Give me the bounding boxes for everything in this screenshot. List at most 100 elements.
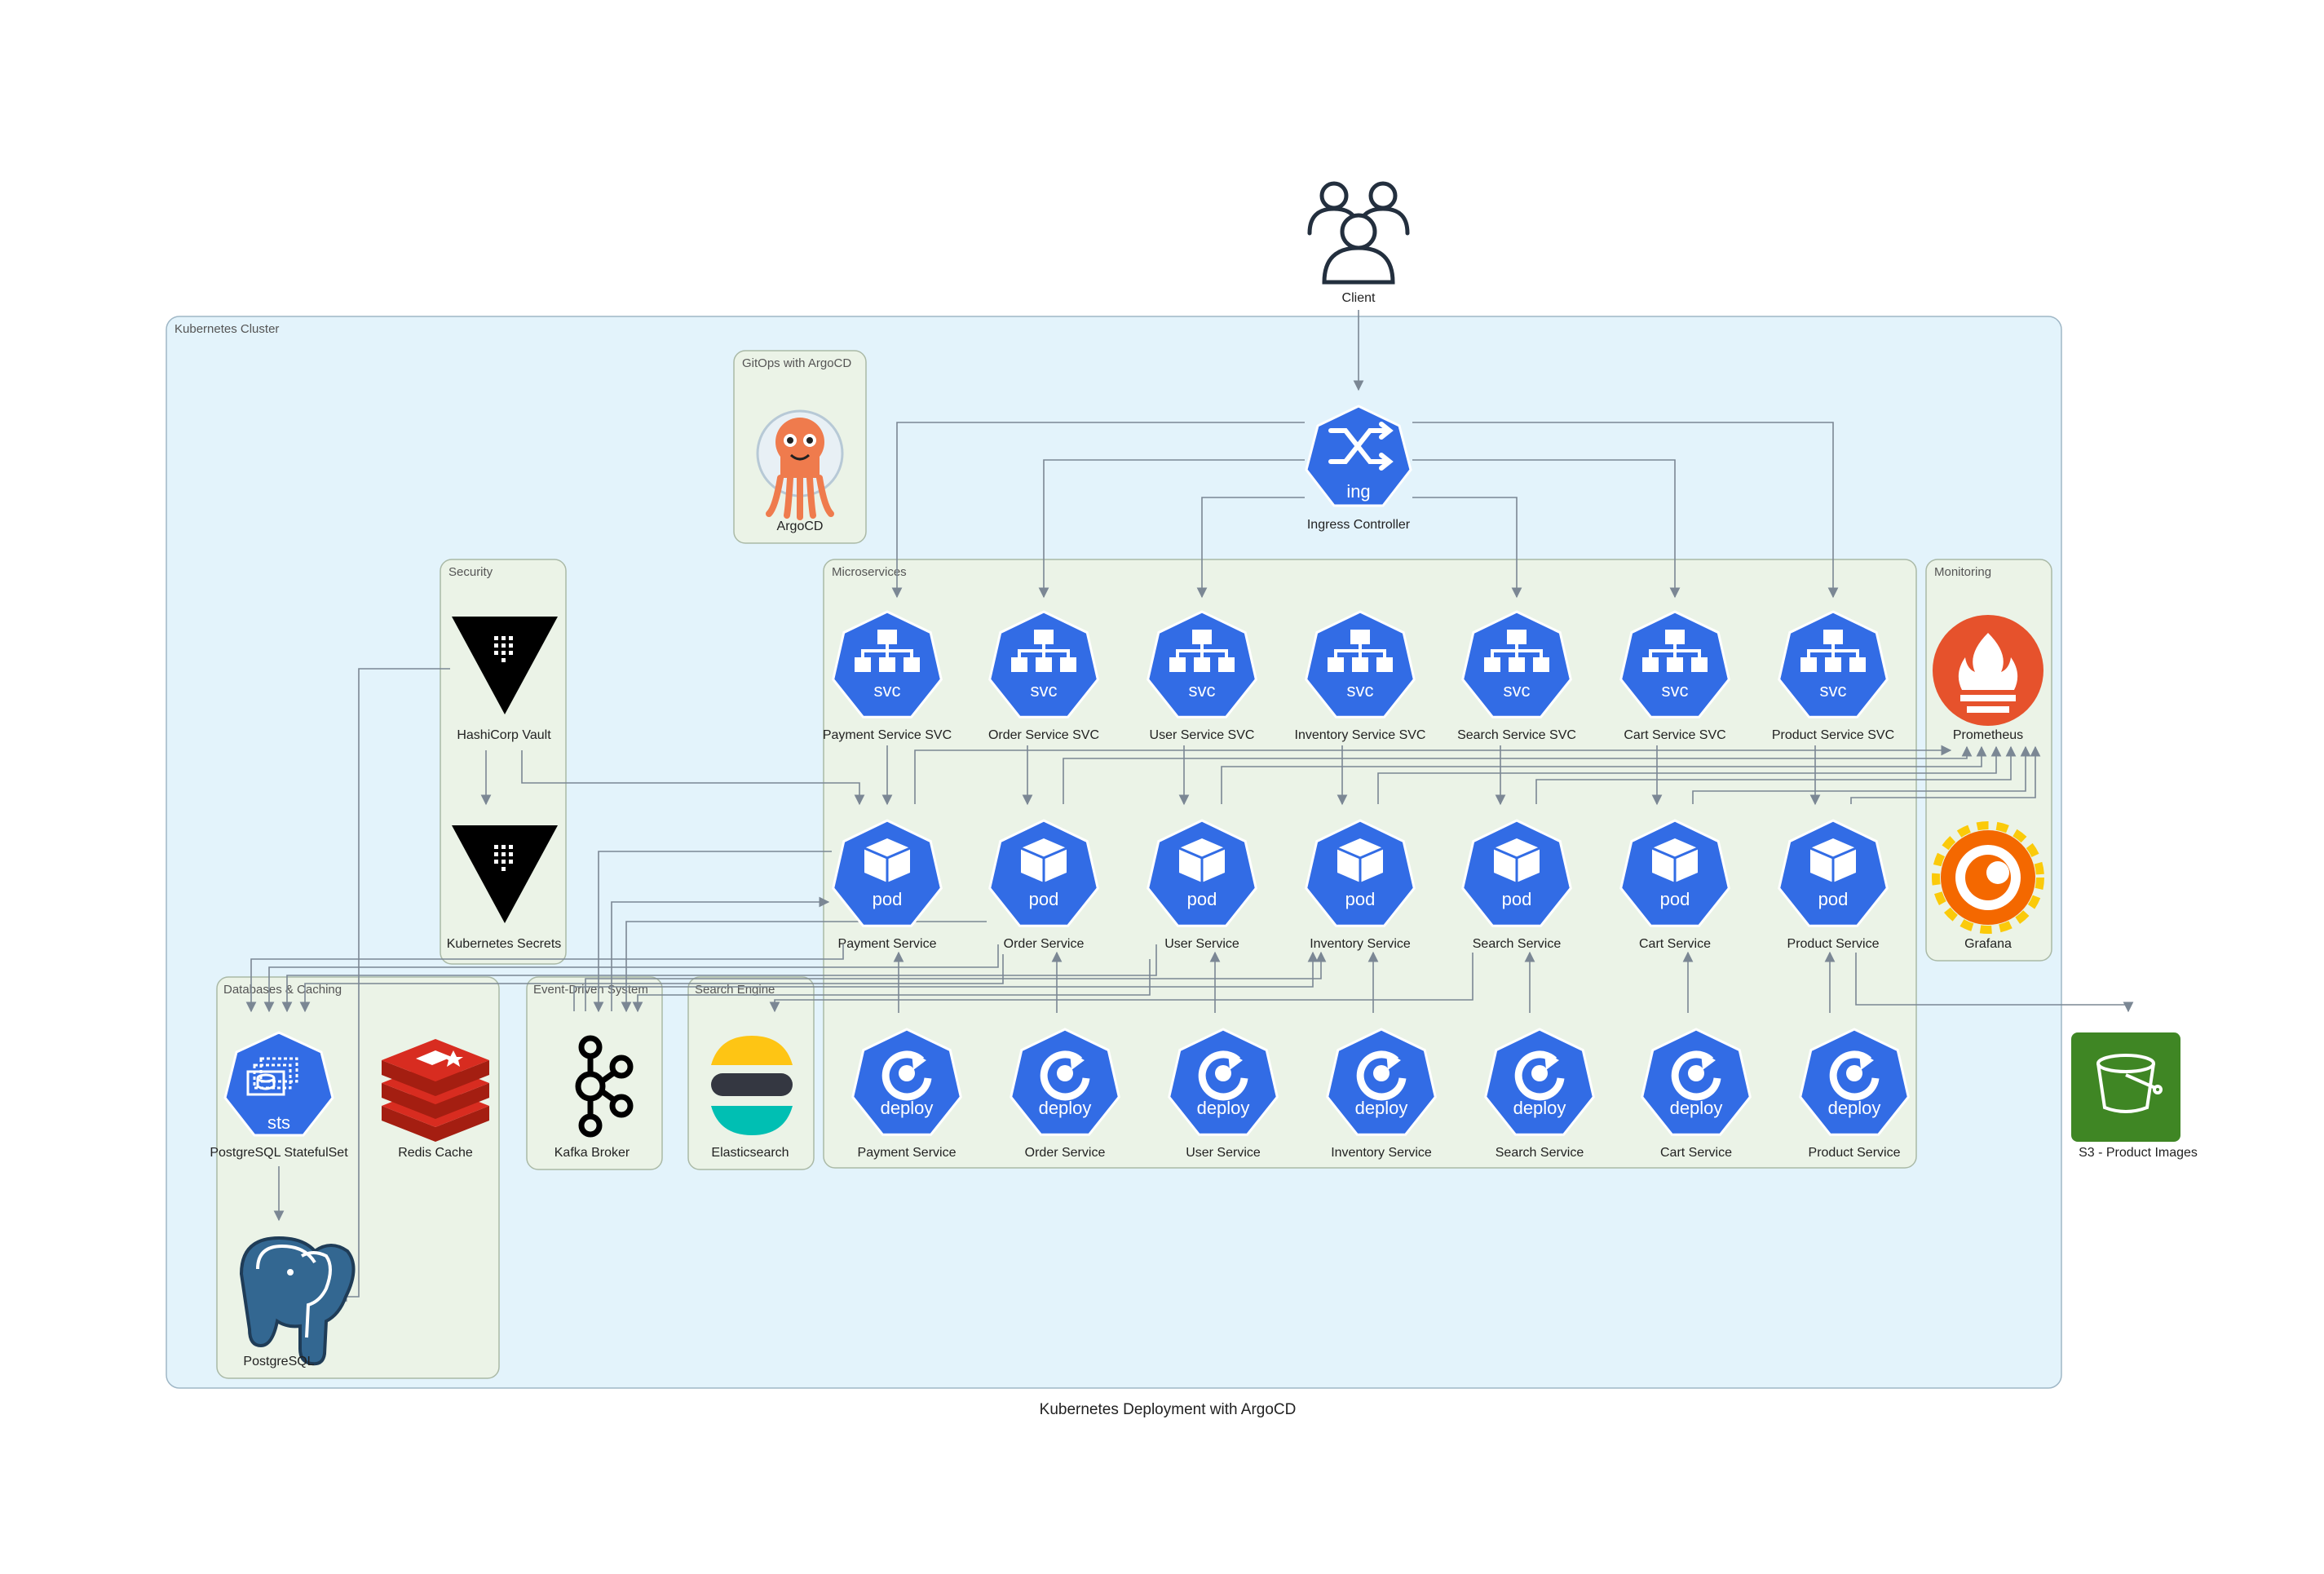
- edge-ingress-product-svc: [1412, 422, 1839, 599]
- edge-payment-kafka: [593, 851, 832, 1013]
- deploy-label: Search Service: [1496, 1146, 1584, 1160]
- pod-label: Order Service: [1004, 937, 1085, 951]
- client-label: Client: [1342, 291, 1376, 305]
- elasticsearch-icon: [711, 1036, 793, 1135]
- svc-glyph-icon: [855, 630, 920, 672]
- users-icon: [1307, 181, 1410, 285]
- svc-glyph-icon: [1800, 630, 1866, 672]
- secrets-icon: [452, 825, 558, 923]
- deploy-label: Cart Service: [1660, 1146, 1732, 1160]
- deploy-label: User Service: [1186, 1146, 1261, 1160]
- deploy-glyph-icon: [881, 1050, 932, 1101]
- deploy-icon-text: deploy: [1355, 1098, 1408, 1118]
- redis-node[interactable]: Redis Cache: [382, 1039, 489, 1160]
- pod-icon-text: pod: [1187, 889, 1217, 909]
- pod-glyph-icon: [1020, 838, 1067, 882]
- security-cluster-label: Security: [448, 565, 493, 579]
- pod-label: Product Service: [1787, 937, 1880, 951]
- grafana-icon: [1932, 821, 2044, 934]
- postgres-node[interactable]: PostgreSQL: [239, 1236, 356, 1368]
- pod-label: Inventory Service: [1310, 937, 1411, 951]
- grafana-label: Grafana: [1964, 937, 2012, 951]
- pod-glyph-icon: [1337, 838, 1384, 882]
- edge-pod1-prometheus: [914, 745, 1952, 804]
- sts-icon-text: sts: [267, 1112, 290, 1133]
- pod-glyph-icon: [1651, 838, 1699, 882]
- k8s-secrets-node[interactable]: Kubernetes Secrets: [447, 825, 562, 951]
- svc-icon-text: svc: [874, 680, 901, 701]
- edge-ingress-user-svc: [1196, 497, 1305, 599]
- deploy-icon-text: deploy: [1513, 1098, 1566, 1118]
- s3-node[interactable]: S3 - Product Images: [2071, 1032, 2198, 1160]
- kafka-label: Kafka Broker: [554, 1146, 630, 1160]
- postgres-sts-node[interactable]: sts PostgreSQL StatefulSet: [210, 1031, 348, 1160]
- deploy-icon-text: deploy: [1670, 1098, 1723, 1118]
- deploy-icon-text: deploy: [1828, 1098, 1881, 1118]
- microservices-cluster-label: Microservices: [832, 565, 907, 579]
- kafka-icon: [575, 1035, 634, 1138]
- prometheus-label: Prometheus: [1953, 728, 2023, 742]
- event-driven-cluster-label: Event-Driven System: [533, 983, 648, 997]
- svc-label: Order Service SVC: [988, 728, 1099, 742]
- edge-payment-postgres-sts: [245, 944, 844, 1013]
- secrets-dots: [494, 845, 513, 871]
- edge-ingress-order-svc: [1038, 459, 1305, 599]
- edge-pod4-prometheus: [1377, 745, 2002, 804]
- edge-pod6-prometheus: [1692, 745, 2031, 804]
- diagram-title: Kubernetes Deployment with ArgoCD: [1040, 1401, 1297, 1418]
- edge-user-postgres-sts: [281, 944, 1157, 1013]
- kafka-node[interactable]: Kafka Broker: [554, 1035, 634, 1160]
- redis-label: Redis Cache: [398, 1146, 473, 1160]
- sts-stack-icon: [246, 1057, 298, 1096]
- deploy-icon: [851, 1028, 962, 1136]
- monitoring-cluster-label: Monitoring: [1934, 565, 1991, 579]
- vault-icon: [452, 617, 558, 714]
- deploy-icon: [1168, 1028, 1279, 1136]
- bucket-icon: [2096, 1054, 2163, 1113]
- deploy-glyph-icon: [1514, 1050, 1565, 1101]
- deploy-icon-text: deploy: [881, 1098, 934, 1118]
- postgres-sts-label: PostgreSQL StatefulSet: [210, 1146, 348, 1160]
- deploy-label: Payment Service: [858, 1146, 957, 1160]
- elasticsearch-node[interactable]: Elasticsearch: [711, 1036, 793, 1160]
- argocd-label: ArgoCD: [777, 520, 824, 533]
- grafana-node[interactable]: Grafana: [1932, 821, 2044, 951]
- prometheus-node[interactable]: Prometheus: [1933, 615, 2043, 742]
- argocd-icon: [756, 409, 844, 520]
- ingress-node[interactable]: ing Ingress Controller: [1305, 405, 1412, 532]
- edges: [245, 310, 2134, 1302]
- argocd-node[interactable]: ArgoCD: [756, 409, 844, 533]
- client-node[interactable]: Client: [1307, 181, 1410, 305]
- edge-order-redis: [299, 954, 1004, 1013]
- svc-icon-text: svc: [1820, 680, 1847, 701]
- pod-glyph-icon: [864, 838, 911, 882]
- svc-icon-text: svc: [1031, 680, 1058, 701]
- pod-icon-text: pod: [1029, 889, 1059, 909]
- svc-label: User Service SVC: [1150, 728, 1255, 742]
- edge-pod2-prometheus: [1063, 745, 1973, 804]
- kubernetes-cluster-label: Kubernetes Cluster: [175, 322, 279, 336]
- vault-node[interactable]: HashiCorp Vault: [452, 617, 558, 742]
